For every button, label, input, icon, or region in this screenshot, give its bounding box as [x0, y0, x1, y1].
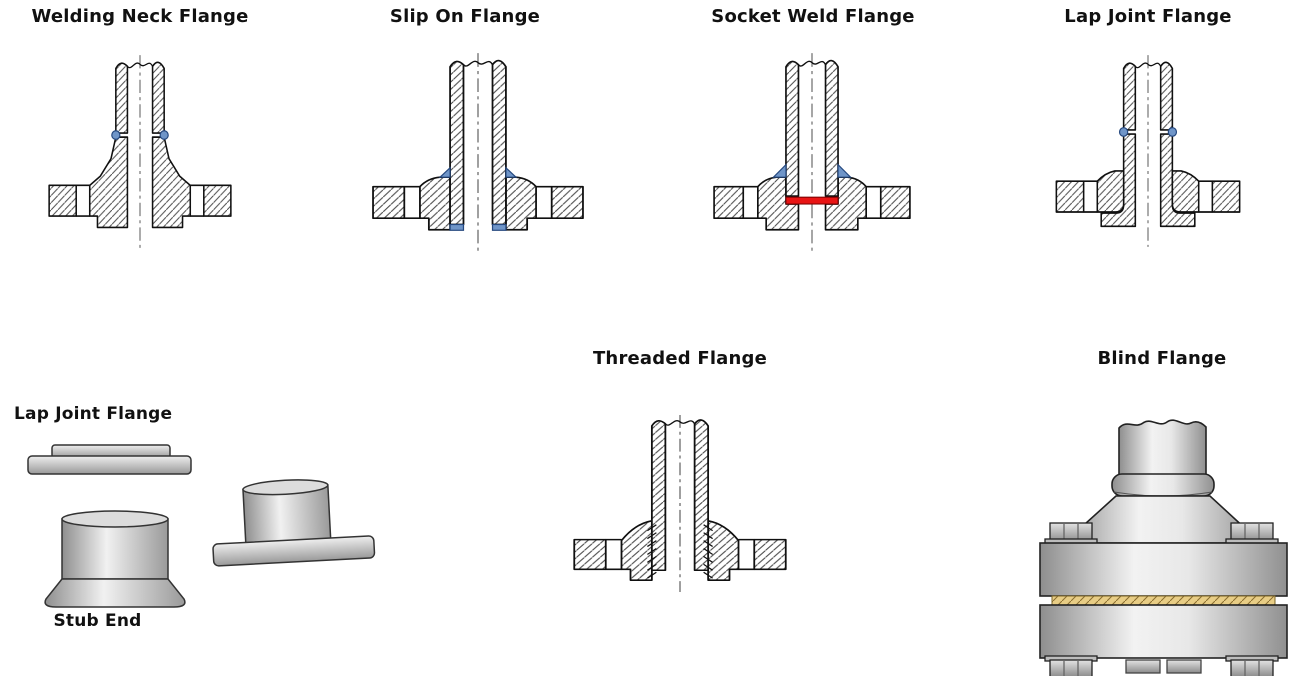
diagram-socket-weld-flange — [687, 50, 937, 255]
expansion-gap-red — [785, 196, 839, 205]
title-welding-neck-flange: Welding Neck Flange — [31, 6, 249, 27]
diagram-lap-joint-flange — [1031, 52, 1265, 252]
flange-cross-section — [1055, 170, 1241, 213]
diagram-lap-joint-flange-set — [12, 432, 397, 632]
flange-cross-section — [713, 176, 911, 231]
hex-nut — [1166, 659, 1202, 674]
bolt-hole-lines — [605, 538, 755, 571]
weld-dot — [159, 130, 169, 141]
weld-dot — [1167, 127, 1178, 137]
title-socket-weld-flange: Socket Weld Flange — [711, 6, 915, 27]
hex-nut — [1230, 659, 1274, 676]
top-bolts — [1044, 522, 1279, 545]
diagram-threaded-flange — [545, 412, 815, 595]
bolt-hole-lines — [76, 184, 204, 217]
weld-dot — [111, 130, 121, 141]
fillet-welds — [438, 166, 518, 231]
weld-dot — [1118, 127, 1129, 137]
title-lap-joint-flange-set: Lap Joint Flange — [14, 404, 173, 424]
slip-on-cross-section — [372, 53, 584, 252]
title-lap-joint-flange: Lap Joint Flange — [1064, 6, 1232, 27]
title-threaded-flange: Threaded Flange — [592, 348, 768, 369]
upper-flange-slab — [1039, 542, 1288, 597]
stub-end-fitting — [44, 510, 186, 608]
flange-cross-section — [48, 136, 232, 229]
thread-marks — [646, 524, 714, 579]
diagram-welding-neck-flange — [24, 52, 256, 252]
title-stub-end: Stub End — [53, 611, 142, 631]
blind-flange-3d — [1039, 419, 1288, 676]
bottom-bolts — [1044, 655, 1279, 676]
weld-collar — [1111, 473, 1215, 497]
bolt-hole-lines — [743, 185, 881, 220]
lap-joint-cross-section — [1055, 55, 1241, 247]
flange-cross-section — [573, 520, 787, 581]
loose-flange-ring — [27, 444, 192, 475]
bolt-hole-lines — [1083, 180, 1213, 213]
title-slip-on-flange: Slip On Flange — [389, 6, 541, 27]
socket-weld-cross-section — [713, 53, 911, 252]
fillet-welds — [772, 163, 852, 178]
pipe-cross-section — [115, 61, 165, 134]
hex-nut — [1049, 659, 1093, 676]
assembled-lap-joint — [212, 479, 376, 567]
threaded-cross-section — [573, 414, 787, 593]
bolt-hole-lines — [404, 185, 552, 220]
diagram-blind-flange — [1026, 412, 1298, 676]
welding-neck-cross-section — [48, 55, 232, 249]
lap-joint-3d-set — [27, 444, 376, 608]
gasket — [1051, 595, 1276, 606]
pipe-cross-section — [785, 59, 839, 197]
blind-flange-slab — [1039, 604, 1288, 659]
pipe-cross-section — [1122, 61, 1174, 131]
diagram-slip-on-flange — [344, 50, 612, 255]
flange-cross-section — [372, 176, 584, 231]
hex-nut — [1125, 659, 1161, 674]
pipe-cross-section — [449, 59, 507, 226]
title-blind-flange: Blind Flange — [1097, 348, 1227, 369]
